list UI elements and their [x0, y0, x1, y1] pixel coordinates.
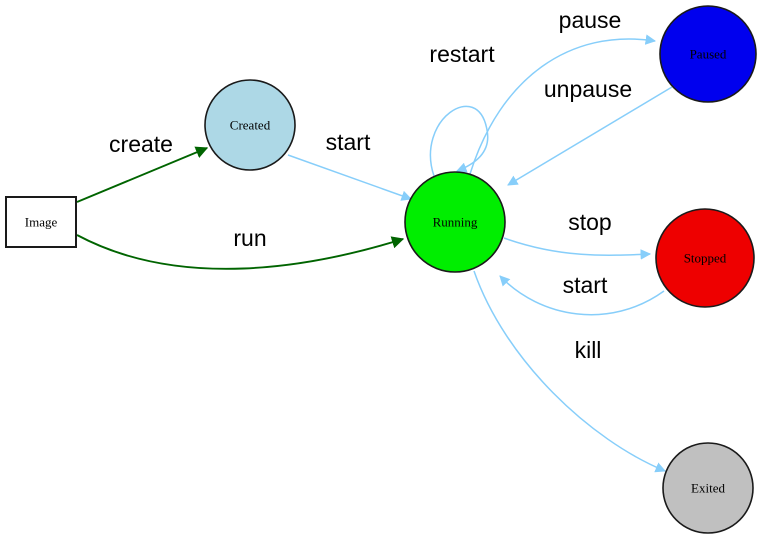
edge-label-pause: pause: [559, 7, 622, 33]
edge-kill: [473, 270, 666, 473]
edge-label-unpause: unpause: [544, 76, 632, 102]
edge-start-created: [287, 154, 412, 201]
node-image[interactable]: Image: [5, 196, 77, 248]
edge-label-kill: kill: [575, 337, 602, 363]
paused-node-circle[interactable]: [659, 5, 757, 103]
paused-node-label: Paused: [690, 47, 727, 62]
nodes-layer: Image Created Running Paused Stopped Exi: [5, 5, 757, 534]
image-node-rect[interactable]: [5, 196, 77, 248]
created-node-circle[interactable]: [204, 79, 296, 171]
exited-node-circle[interactable]: [662, 442, 754, 534]
node-exited[interactable]: Exited: [662, 442, 754, 534]
running-node-circle[interactable]: [404, 171, 506, 273]
node-created[interactable]: Created: [204, 79, 296, 171]
stopped-node-label: Stopped: [684, 251, 727, 266]
edge-label-run: run: [233, 225, 266, 251]
edge-stop: [503, 237, 652, 260]
exited-node-label: Exited: [691, 481, 725, 496]
edge-label-start-created: start: [326, 129, 371, 155]
edge-label-start-stopped: start: [563, 272, 608, 298]
image-node-label: Image: [25, 215, 58, 230]
running-node-label: Running: [433, 215, 478, 230]
edge-start-stopped: [499, 275, 665, 316]
edge-restart: [429, 105, 489, 177]
edge-pause: [469, 34, 657, 175]
edge-create: [76, 146, 209, 203]
edge-label-restart: restart: [429, 41, 495, 67]
node-paused[interactable]: Paused: [659, 5, 757, 103]
edge-label-stop: stop: [568, 209, 611, 235]
node-stopped[interactable]: Stopped: [655, 208, 755, 308]
edges-layer: [76, 34, 673, 473]
edge-label-create: create: [109, 131, 173, 157]
created-node-label: Created: [230, 118, 271, 133]
stopped-node-circle[interactable]: [655, 208, 755, 308]
edge-unpause: [507, 86, 673, 186]
edge-run: [76, 234, 405, 270]
node-running[interactable]: Running: [404, 171, 506, 273]
edge-labels-layer: create run start restart pause unpause s…: [109, 7, 632, 363]
